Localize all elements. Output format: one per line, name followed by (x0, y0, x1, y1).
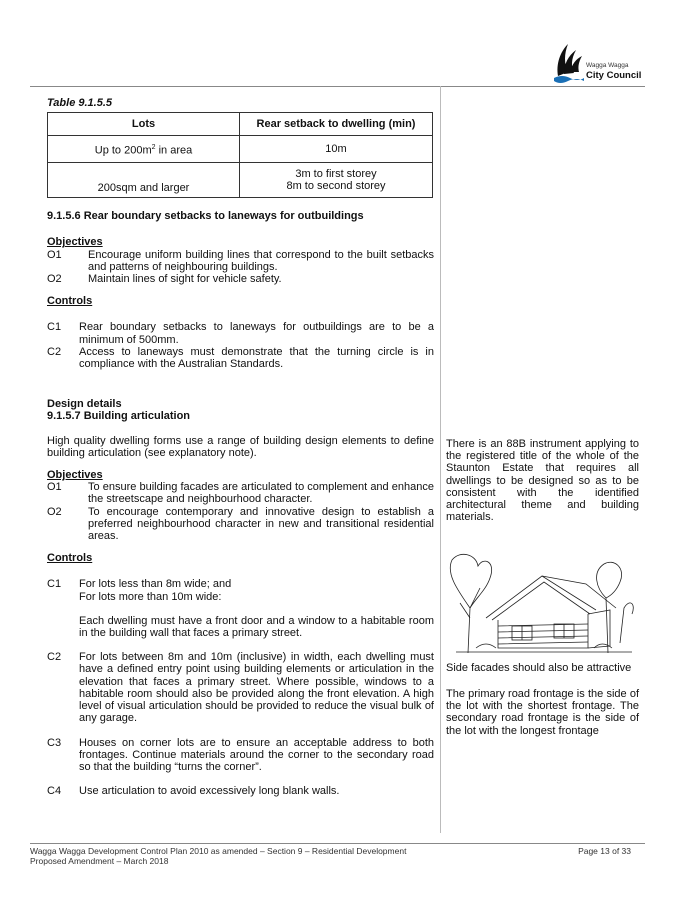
design-details-heading: Design details (47, 398, 122, 411)
control-item: C1 Rear boundary setbacks to laneways fo… (47, 321, 434, 345)
logo-line-1: Wagga Wagga (586, 62, 629, 69)
footer-line-1: Wagga Wagga Development Control Plan 201… (30, 846, 407, 856)
table-caption: Table 9.1.5.5 (47, 97, 113, 109)
objective-number: O2 (47, 273, 62, 286)
control-item: C2 For lots between 8m and 10m (inclusiv… (47, 651, 434, 724)
table-row: 200sqm and larger 3m to first storey 8m … (47, 162, 433, 199)
control-text: Use articulation to avoid excessively lo… (79, 785, 340, 798)
council-logo: Wagga Wagga City Council (552, 42, 642, 84)
objective-item: O1 Encourage uniform building lines that… (47, 249, 434, 273)
table-cell-lot: 200sqm and larger (47, 162, 240, 199)
footer-line-2: Proposed Amendment – March 2018 (30, 856, 169, 866)
control-item: C2 Access to laneways must demonstrate t… (47, 346, 434, 370)
page-number: Page 13 of 33 (578, 846, 631, 856)
main-column: Table 9.1.5.5 Lots Rear setback to dwell… (47, 97, 434, 797)
control-number: C4 (47, 785, 62, 798)
articulation-intro: High quality dwelling forms use a range … (47, 434, 434, 459)
setback-line-2: 8m to second storey (286, 180, 386, 193)
lot-size-text: Up to 200m (94, 144, 152, 157)
objective-text: To encourage contemporary and innovative… (88, 505, 434, 543)
table-header-row: Lots Rear setback to dwelling (min) (47, 112, 433, 137)
objective-item: O2 Maintain lines of sight for vehicle s… (47, 273, 434, 285)
control-number: C3 (47, 736, 62, 749)
lot-size-text: 200sqm and larger (97, 182, 190, 194)
table-cell-setback: 3m to first storey 8m to second storey (239, 162, 433, 199)
house-sketch-image (449, 553, 634, 654)
footer-rule (30, 843, 645, 844)
control-text: Houses on corner lots are to ensure an a… (79, 736, 434, 773)
controls-heading: Controls (47, 552, 93, 565)
lot-size-suffix: in area (155, 144, 193, 157)
superscript-2: 2 (151, 143, 156, 151)
control-number: C1 (47, 578, 62, 591)
control-text: Rear boundary setbacks to laneways for o… (79, 321, 434, 346)
objective-item: O2 To encourage contemporary and innovat… (47, 506, 434, 543)
section-heading-9157: 9.1.5.7 Building articulation (47, 410, 191, 423)
control-text: Access to laneways must demonstrate that… (79, 345, 434, 371)
setback-line-1: 3m to first storey (295, 168, 377, 180)
section-heading-9156: 9.1.5.6 Rear boundary setbacks to lanewa… (47, 210, 364, 223)
table-header-lots: Lots (47, 112, 240, 137)
table-cell-lot: Up to 200m2 in area (47, 135, 240, 164)
sketch-caption: Side facades should also be attractive (446, 662, 632, 674)
logo-line-2: City Council (586, 70, 642, 81)
control-c1-body: For lots less than 8m wide; and For lots… (79, 578, 434, 639)
control-number: C2 (47, 651, 62, 664)
objectives-heading: Objectives (47, 236, 103, 249)
objective-text: To ensure building facades are articulat… (88, 481, 434, 506)
control-item: C3 Houses on corner lots are to ensure a… (47, 737, 434, 774)
control-c1-line-3: Each dwelling must have a front door and… (79, 614, 434, 640)
objective-text: Maintain lines of sight for vehicle safe… (88, 273, 282, 286)
sidebar-note-88b: There is an 88B instrument applying to t… (446, 438, 639, 524)
footer: Wagga Wagga Development Control Plan 201… (30, 846, 645, 866)
objective-number: O1 (47, 481, 62, 494)
objective-text: Encourage uniform building lines that co… (88, 248, 434, 273)
table-header-setback: Rear setback to dwelling (min) (239, 112, 433, 137)
control-item: C1 For lots less than 8m wide; and For l… (47, 578, 434, 639)
control-number: C1 (47, 321, 62, 334)
table-cell-setback: 10m (239, 135, 433, 164)
objective-number: O1 (47, 248, 62, 261)
control-text: For lots between 8m and 10m (inclusive) … (79, 651, 434, 725)
objective-item: O1 To ensure building facades are articu… (47, 481, 434, 505)
sidebar-note-frontage: The primary road frontage is the side of… (446, 688, 639, 737)
council-logo-icon (554, 44, 584, 83)
column-divider (440, 86, 441, 833)
control-item: C4 Use articulation to avoid excessively… (47, 785, 434, 797)
control-c1-line-2: For lots more than 10m wide: (79, 590, 222, 603)
table-row: Up to 200m2 in area 10m (47, 135, 433, 164)
setback-table: Lots Rear setback to dwelling (min) Up t… (47, 112, 433, 199)
control-number: C2 (47, 345, 62, 358)
controls-heading: Controls (47, 295, 93, 308)
objectives-heading: Objectives (47, 469, 103, 482)
objective-number: O2 (47, 505, 62, 518)
control-c1-line-1: For lots less than 8m wide; and (79, 578, 232, 591)
header-rule (30, 86, 645, 87)
